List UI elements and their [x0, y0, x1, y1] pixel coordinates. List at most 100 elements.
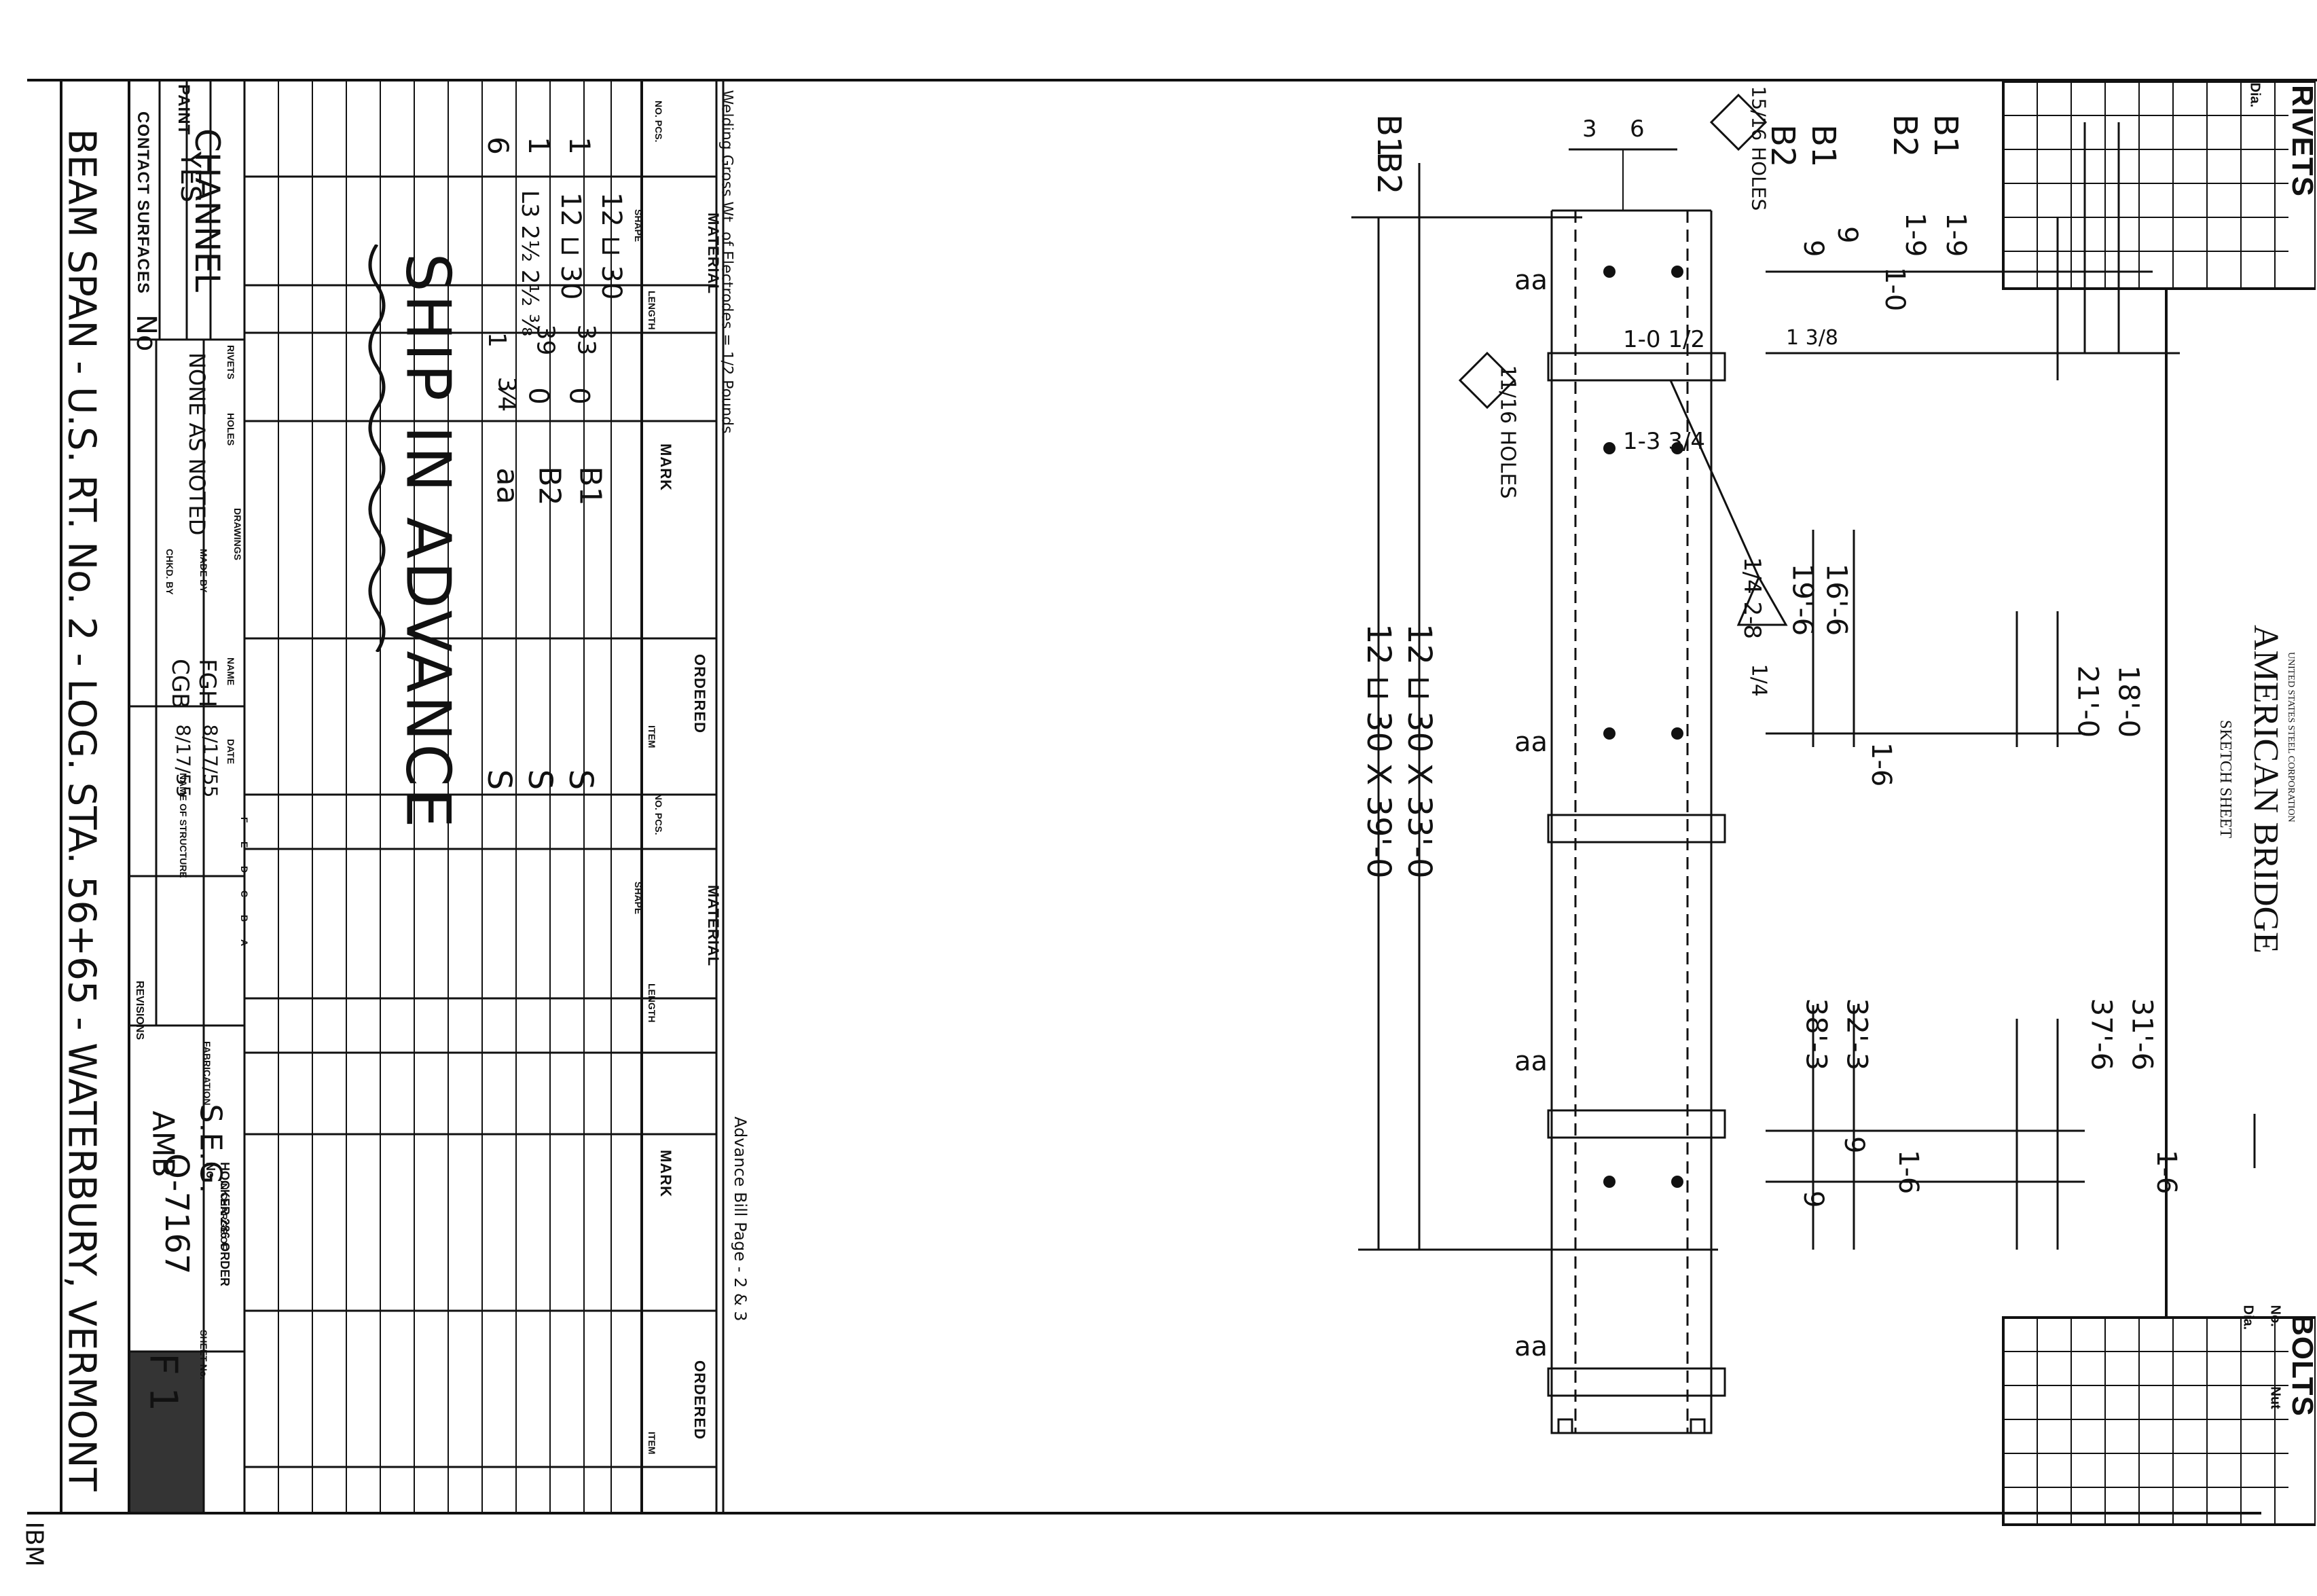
- weld-note-2: 1/4: [1747, 664, 1771, 697]
- contact-surfaces-value: No: [130, 314, 162, 352]
- row-ins: 3⁄4: [492, 376, 521, 412]
- dim-top-3: 3: [1582, 115, 1597, 143]
- right-dim-lines: [1766, 122, 2256, 1250]
- contact-surfaces-label: CONTACT SURFACES: [134, 111, 152, 294]
- header-shape: SHAPE: [633, 209, 644, 242]
- bolts-nut-label: Nut: [2267, 1386, 2283, 1409]
- checked-by-label: CHKD. BY: [164, 549, 175, 595]
- holes-label: HOLES: [225, 413, 236, 446]
- bolts-no-label: No.: [2267, 1305, 2283, 1327]
- dim-top-6: 6: [1630, 115, 1645, 143]
- revisions-label: REVISIONS: [134, 981, 145, 1040]
- b2-size: 12 ⊔ 30 X 39'-0: [1360, 623, 1398, 879]
- beam-detail-drawing: AMERICAN BRIDGE SKETCH SHEET UNITED STAT…: [1351, 80, 2316, 1526]
- company-title: AMERICAN BRIDGE: [2246, 625, 2285, 954]
- dim-18-0: 18'-0: [2112, 665, 2146, 738]
- row-mark: aa: [490, 467, 525, 505]
- dim-9-b: 9: [1798, 240, 1829, 257]
- rivets-label: RIVETS: [225, 345, 236, 380]
- revision-letter: B: [239, 915, 250, 922]
- header-no-pcs-2: NO. PCS.: [653, 793, 664, 835]
- dim-1-9-a: 1-9: [1940, 213, 1971, 257]
- bolt-holes: [1603, 266, 1683, 1188]
- row-shape: 12 ⊔ 30: [555, 192, 586, 300]
- revision-letter: C: [239, 890, 250, 898]
- mark-b2-left: B2: [1370, 151, 1408, 195]
- header-shape-2: SHAPE: [633, 882, 644, 915]
- row-ft: 33: [572, 324, 600, 356]
- hole-note-1: 15/16 HOLES: [1747, 86, 1770, 211]
- checked-by-date: 8/17/55: [172, 724, 195, 798]
- dim-9-a: 9: [1831, 226, 1863, 244]
- dim-16-6: 16'-6: [1820, 563, 1854, 636]
- dim-1-0: 1-0: [1879, 267, 1910, 312]
- row-item: S: [521, 769, 560, 791]
- dim-21-0: 21'-0: [2071, 665, 2105, 738]
- dim-1-6-r2: 1-6: [1893, 1150, 1924, 1195]
- dim-1-3-8: 1 3/8: [1786, 326, 1838, 350]
- b1-size: 12 ⊔ 30 X 33'-0: [1400, 623, 1438, 879]
- sheet-label: SHEET No.: [198, 1330, 209, 1380]
- sheet-value: F 1: [141, 1353, 185, 1412]
- row-shape: 12 ⊔ 30: [596, 192, 627, 300]
- sheet-type: SKETCH SHEET: [2216, 720, 2234, 838]
- row-ins: 0: [563, 387, 595, 405]
- corner-mark: IBM: [20, 1521, 48, 1567]
- rivets-grid: [2003, 81, 2288, 289]
- rivets-holes-value: NONE AS NOTED: [184, 352, 210, 536]
- mark-b1-right: B1: [1927, 114, 1965, 158]
- bolts-dia-label: Dia.: [2240, 1305, 2256, 1330]
- hole-diamond-1: [1709, 93, 1768, 151]
- row-ft: 1: [482, 332, 511, 348]
- rivets-title: RIVETS: [2286, 85, 2317, 197]
- revision-letter: E: [239, 841, 250, 848]
- sheet-subtitle: UNITED STATES STEEL CORPORATION: [2286, 652, 2296, 822]
- rivets-box: [2002, 80, 2316, 290]
- bolts-box: [2002, 1316, 2316, 1526]
- overall-dim-lines: [1351, 163, 1718, 1251]
- bolts-title: BOLTS: [2286, 1314, 2317, 1417]
- revision-letter: D: [239, 866, 250, 873]
- row-mark: B1: [572, 466, 608, 506]
- rivets-dia-label: Dia.: [2247, 82, 2263, 108]
- mark-b1-mid: B1: [1804, 124, 1842, 168]
- dim-1-3-3-4: 1-3 3/4: [1623, 428, 1706, 455]
- material-name: CHANNEL: [187, 128, 227, 292]
- header-ordered: ORDERED: [691, 654, 708, 734]
- bolts-grid: [2003, 1318, 2288, 1525]
- row-pcs: 6: [481, 137, 515, 155]
- header-ordered-2: ORDERED: [691, 1360, 708, 1440]
- weld-symbol: [1736, 575, 1788, 626]
- dim-32-3: 32'-3: [1840, 998, 1874, 1071]
- drawings-label: DRAWINGS: [232, 508, 243, 560]
- order-label: HOCKER 286 ORDER No.: [204, 1162, 232, 1287]
- header-item-2: ITEM: [646, 1432, 657, 1455]
- dim-1-0-half: 1-0 1/2: [1623, 326, 1706, 353]
- name-label: NAME: [225, 657, 236, 686]
- revision-letter: A: [239, 939, 250, 947]
- checked-by-name: CGB: [166, 659, 194, 709]
- mark-b2-right: B2: [1886, 114, 1924, 158]
- row-ins: 0: [522, 387, 554, 405]
- dim-1-6-r1: 1-6: [2151, 1150, 2182, 1195]
- header-mark: MARK: [657, 443, 674, 491]
- dim-19-6: 19'-6: [1786, 563, 1820, 636]
- row-pcs: 1: [522, 137, 555, 155]
- row-pcs: 1: [562, 137, 596, 155]
- dim-9-r2: 9: [1798, 1191, 1829, 1208]
- order-value: Q-7167: [158, 1153, 196, 1275]
- header-no-pcs: NO. PCS.: [653, 101, 664, 143]
- dim-38-3: 38'-3: [1800, 998, 1833, 1071]
- wavy-underline: [368, 244, 386, 652]
- date-label: DATE: [225, 739, 236, 765]
- header-mark-2: MARK: [657, 1150, 674, 1197]
- row-item: S: [480, 769, 519, 791]
- hole-diamond-2: [1458, 351, 1516, 410]
- aa-label-4: aa: [1514, 1331, 1548, 1362]
- made-by-label: MADE BY: [198, 549, 209, 593]
- made-by-name: FGH: [194, 659, 221, 708]
- row-item: S: [562, 769, 600, 791]
- connection-angles: [1547, 352, 1726, 1397]
